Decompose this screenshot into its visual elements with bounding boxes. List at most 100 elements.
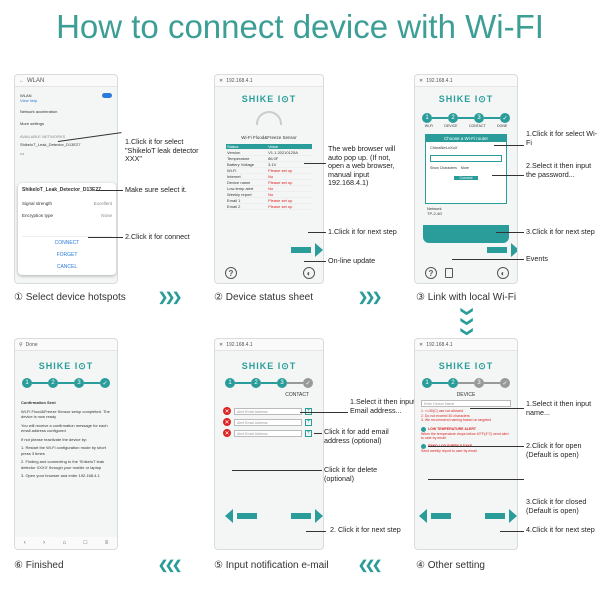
forget-button[interactable]: FORGET [56,252,78,258]
ssid-item[interactable]: ChinaNet-xXuX [430,145,458,150]
email-row: ✕Alert Email Address+ [223,407,315,415]
status-cell: Wi-Fi [226,167,268,175]
update-icon[interactable]: ◐ [497,267,509,279]
delete-email-icon[interactable]: ✕ [223,429,231,437]
weekly-desc: Send weekly report to user by email [421,448,477,453]
annot-p2-update: On-line update [328,256,376,265]
connect-button[interactable]: Connect [454,176,478,180]
chevrons-left-icon: ❮❮❮ [358,558,382,572]
url-bar: 192.168.4.1 [426,77,453,84]
list-item: 1. Restart the Wi-Fi configuration mode … [21,445,106,456]
help-icon[interactable]: ? [225,267,237,279]
wifi-router-dialog: Choose a Wi-Fi router ChinaNet-xXuX Show… [425,134,507,204]
next-arrow-button[interactable] [291,243,323,257]
events-icon[interactable] [445,268,453,278]
panel-wlan-phone: ←WLAN WLAN View help Network acceleratio… [14,74,118,284]
view-help-link[interactable]: View help [20,98,38,103]
email-field[interactable]: Alert Email Address [234,429,302,437]
caption-p5: ⑤ Input notification e-mail [214,560,329,571]
search-icon[interactable]: ⚲ [19,341,23,348]
close-icon[interactable]: ✕ [419,77,424,84]
show-chars-checkbox[interactable]: Show Characters [430,166,457,170]
annot-p5-next: 2. Click it for next step [330,525,401,534]
add-email-icon[interactable]: + [305,429,312,437]
step-3: 3 [474,113,484,123]
next-arrow-button[interactable] [291,509,323,523]
value-cell: Please set up [267,197,312,205]
sensor-title: Wi-Fi Flood&Freeze Sensor [241,135,297,140]
low-temp-toggle[interactable] [421,426,426,432]
annot-p4-next: 4.Click it for next step [526,525,595,534]
back-arrow-icon[interactable]: ← [19,77,24,84]
menu-icon[interactable]: ≡ [104,540,109,546]
next-arrow-button[interactable] [487,243,517,257]
email-field[interactable]: Alert Email Address [234,407,302,415]
add-email-icon[interactable]: + [305,407,312,415]
check-icon: ✓ [303,378,313,388]
wlan-label: WLAN [20,93,32,98]
device-name-input[interactable]: Enter Device Name [421,400,511,407]
brand-logo: SHIKE I⊙T [438,361,494,371]
update-icon[interactable]: ◐ [303,267,315,279]
delete-email-icon[interactable]: ✕ [223,418,231,426]
confirm-text: If not please reactivate the device by: [21,436,88,442]
step-2: 2 [448,113,458,123]
back-arrow-button[interactable] [419,509,451,523]
chevrons-right-icon: ❯❯❯ [158,290,182,304]
annot-p5-add: Click it for add email address (optional… [324,427,389,445]
confirm-text: Wi-Fi Flood&Freeze Sensor setup complete… [21,408,110,420]
back-icon[interactable]: ‹ [23,540,26,546]
annot-p4-closed: 3.Click it for closed (Default is open) [526,497,587,515]
close-icon[interactable]: ✕ [419,341,424,348]
step-label: DONE [497,124,508,128]
panel-status-phone: ✕192.168.4.1 SHIKE I⊙T Wi-Fi Flood&Freez… [214,74,324,284]
step-label: Wi-Fi [424,124,433,128]
rule-text: 1. <=30(C) use not allowed [421,409,464,413]
delete-email-icon[interactable]: ✕ [223,407,231,415]
value-cell: 86.0F [267,155,312,163]
close-icon[interactable]: ✕ [219,341,224,348]
brand-logo: SHIKE I⊙T [241,361,297,371]
page-title: How to connect device with Wi-FI [56,8,544,45]
back-arrow-button[interactable] [225,509,257,523]
network-list-item[interactable]: TP-2.4G [427,211,443,216]
more-settings[interactable]: More settings [20,121,45,126]
value-cell: Please set up [267,167,312,175]
next-arrow-button[interactable] [485,509,517,523]
wifi-logo-icon [256,111,282,125]
network-list-item[interactable]: Network [427,206,442,211]
cancel-button[interactable]: CANCEL [56,264,78,270]
low-temp-title: LOW TEMPERATURE ALERT [428,426,477,431]
home-icon[interactable]: ⌂ [62,540,67,546]
status-cell: Low temp alert [226,185,268,193]
forward-icon[interactable]: › [43,540,46,546]
help-icon[interactable]: ? [425,267,437,279]
network-acceleration[interactable]: Network acceleration [20,109,58,114]
encryption-label: Encryption type [22,213,54,218]
tabs-icon[interactable]: □ [83,540,88,546]
email-field[interactable]: Alert Email Address [234,418,302,426]
signal-strength-value: Excellent [93,201,112,206]
weekly-report-toggle[interactable] [421,443,426,449]
close-icon[interactable]: ✕ [219,77,224,84]
add-email-icon[interactable]: + [305,418,312,426]
value-cell: 3.1V [267,161,312,169]
annot-p3-input: 2.Select it then input the password... [526,161,592,179]
status-cell: Internet [226,173,268,181]
url-bar: 192.168.4.1 [426,341,453,348]
rule-text: 2. Do not exceed 30 characters [421,413,470,418]
network-item[interactable]: ShikeloT_Leak_Detector_D13E27 [20,142,81,147]
annot-p2-next: 1.Click it for next step [328,227,397,236]
value-cell: V1.1.20210125A [267,149,312,157]
wlan-header: WLAN [27,77,45,84]
wlan-toggle[interactable] [102,93,112,98]
more-checkbox[interactable]: More [460,166,469,170]
connect-button[interactable]: CONNECT [22,236,112,246]
password-input[interactable] [430,155,502,162]
status-header: Status [226,144,268,151]
confirm-text: You will receive a confirmation message … [21,422,108,434]
